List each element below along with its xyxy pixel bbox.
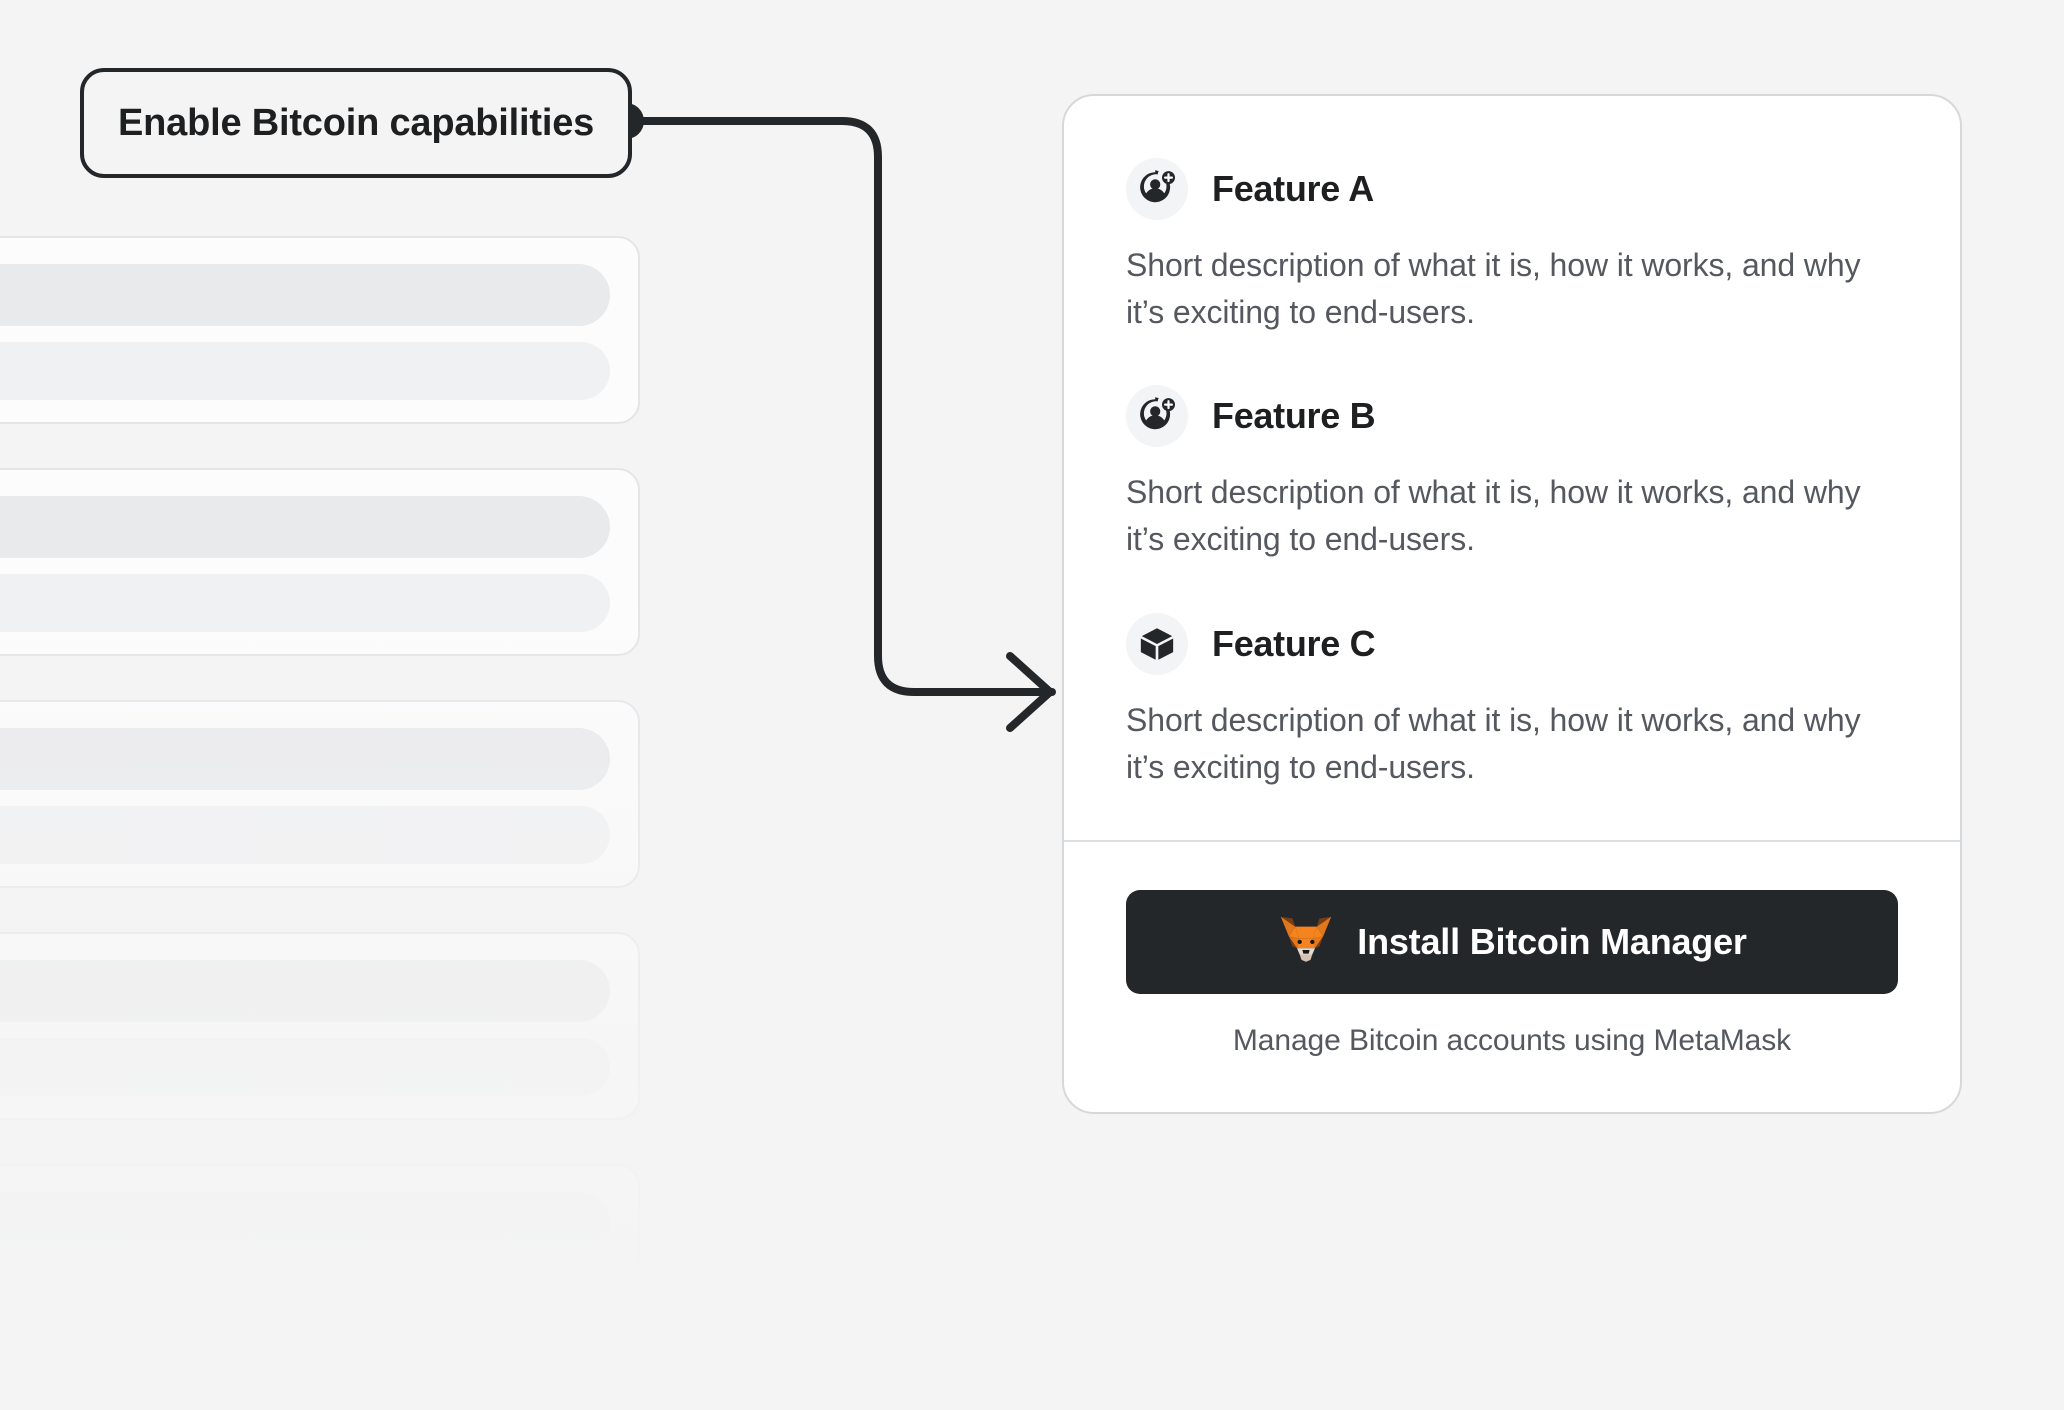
skeleton-card-list [0,236,640,1396]
skeleton-card [0,468,640,656]
skeleton-bar-primary [0,728,610,790]
metamask-fox-icon [1277,914,1335,971]
skeleton-bar-secondary [0,1270,610,1328]
feature-description: Short description of what it is, how it … [1126,247,1861,330]
install-bitcoin-manager-button[interactable]: Install Bitcoin Manager [1126,890,1898,995]
add-account-icon [1126,385,1188,448]
feature-description: Short description of what it is, how it … [1126,474,1861,558]
card-footer: Install Bitcoin Manager Manage Bitcoin a… [1064,842,1960,1112]
skeleton-card [0,932,640,1120]
feature-title: Feature C [1212,622,1376,664]
connector-path [622,117,1056,696]
bitcoin-feature-card: Feature A Short description of what it i… [1062,94,1962,1115]
skeleton-bar-secondary [0,1038,610,1096]
feature-header: Feature C [1126,612,1898,675]
feature-list: Feature A Short description of what it i… [1064,96,1960,840]
skeleton-bar-secondary [0,574,610,632]
skeleton-bar-primary [0,1192,610,1254]
skeleton-bar-primary [0,960,610,1022]
add-account-icon [1126,158,1188,220]
cube-icon [1126,612,1188,675]
feature-header: Feature A [1126,158,1898,220]
feature-description: Short description of what it is, how it … [1126,701,1861,785]
skeleton-bar-primary [0,496,610,558]
feature-block-a: Feature A Short description of what it i… [1126,158,1898,335]
callout-label-pill: Enable Bitcoin capabilities [80,68,633,178]
feature-title: Feature B [1212,395,1376,437]
card-divider [1064,840,1960,843]
install-button-label: Install Bitcoin Manager [1357,921,1747,963]
skeleton-card [0,700,640,888]
feature-block-c: Feature C Short description of what it i… [1126,612,1898,790]
feature-block-b: Feature B Short description of what it i… [1126,385,1898,562]
skeleton-bar-secondary [0,342,610,400]
skeleton-bar-primary [0,264,610,326]
skeleton-bar-secondary [0,806,610,864]
skeleton-card [0,236,640,424]
feature-header: Feature B [1126,385,1898,448]
footer-note: Manage Bitcoin accounts using MetaMask [1232,1024,1792,1058]
callout-label-text: Enable Bitcoin capabilities [118,101,595,144]
feature-title: Feature A [1212,168,1375,209]
arrow-right-icon [1006,652,1054,732]
skeleton-card [0,1164,640,1352]
